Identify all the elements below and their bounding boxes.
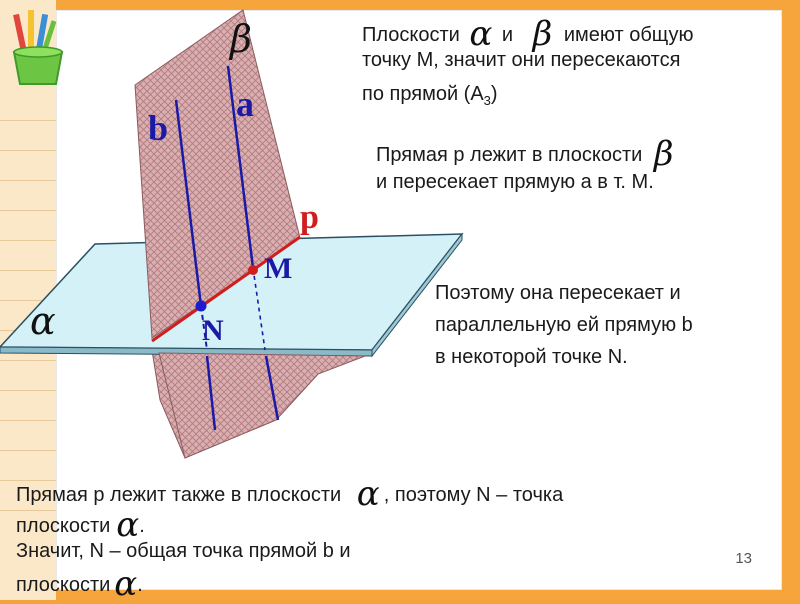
beta-symbol: β — [532, 14, 553, 54]
alpha-symbol-4: α — [114, 564, 138, 604]
text-block-3-line-3: в некоторой точке N. — [435, 346, 628, 368]
pencil-cup-icon — [12, 10, 64, 85]
line-b — [174, 99, 203, 307]
text-block-4-line-1: Прямая р лежит также в плоскости α, поэт… — [16, 477, 564, 511]
text-block-5-line-1: Значит, N – общая точка прямой b и — [16, 540, 351, 562]
text-p-lies-in: Прямая р лежит в плоскости — [376, 144, 643, 166]
text-block-3-line-1: Поэтому она пересекает и — [435, 282, 681, 304]
label-a: a — [236, 84, 254, 124]
text-paren-close: ) — [490, 83, 498, 105]
alpha-symbol: α — [469, 14, 493, 54]
text-period-2: . — [137, 574, 143, 596]
beta-symbol-2: β — [653, 134, 674, 174]
alpha-symbol-2: α — [356, 474, 380, 514]
text-have-common: имеют общую — [563, 24, 694, 46]
text-so-n-point: , поэтому N – точка — [383, 484, 564, 506]
point-m — [248, 265, 258, 275]
text-block-1-line-1: Плоскости α и β имеют общую — [362, 17, 694, 51]
text-block-1-line-3: по прямой (А3) — [362, 82, 498, 113]
plane-alpha-side — [371, 232, 463, 358]
text-p-also-lies: Прямая р лежит также в плоскости — [16, 484, 342, 506]
point-n — [195, 300, 207, 312]
text-block-1-line-2: точку М, значит они пересекаются — [362, 49, 681, 71]
page-number: 13 — [735, 550, 752, 567]
text-plane-2: плоскости — [16, 574, 111, 596]
text-by-line: по прямой (А — [362, 83, 484, 105]
line-b-lower — [205, 355, 217, 431]
label-b: b — [148, 108, 168, 148]
line-a-dashed — [252, 267, 266, 351]
text-planes: Плоскости — [362, 24, 460, 46]
text-block-3-line-2: параллельную ей прямую b — [435, 314, 693, 336]
text-and: и — [501, 24, 514, 46]
line-b-dashed — [200, 305, 208, 351]
line-a-lower — [264, 355, 280, 421]
label-alpha: α — [30, 299, 56, 343]
label-n: N — [202, 314, 224, 347]
text-plane: плоскости — [16, 515, 111, 537]
line-p — [151, 235, 301, 343]
plane-beta-bottom — [158, 352, 366, 459]
label-beta: β — [228, 17, 252, 61]
axiom-subscript: 3 — [483, 93, 491, 108]
line-a — [226, 65, 255, 269]
text-period: . — [139, 515, 145, 537]
text-block-2-line-1: Прямая р лежит в плоскости β — [376, 137, 674, 171]
text-block-2-line-2: и пересекает прямую а в т. М. — [376, 171, 654, 193]
alpha-symbol-3: α — [116, 505, 140, 545]
label-p: p — [300, 199, 319, 236]
label-m: M — [264, 252, 292, 285]
